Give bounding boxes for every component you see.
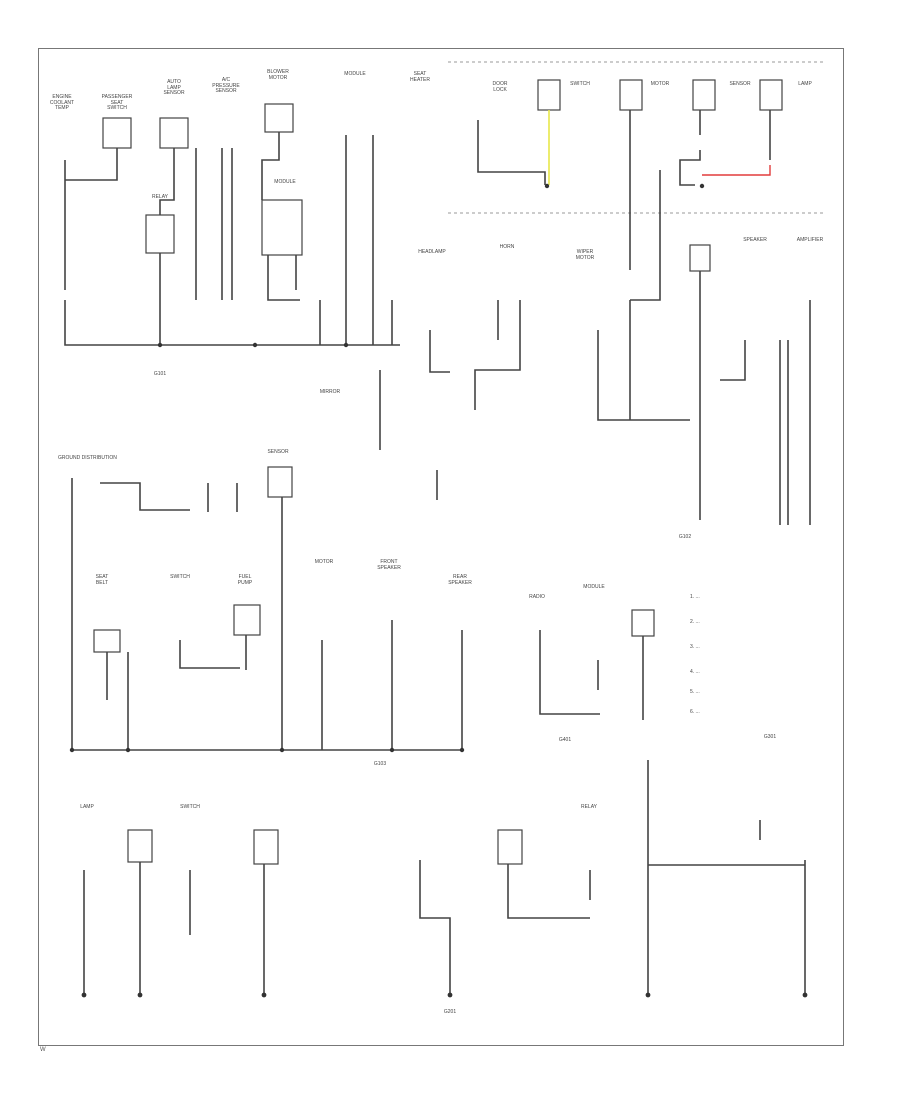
component-label: A/C PRESSURE SENSOR xyxy=(212,77,240,95)
component-box xyxy=(759,79,783,111)
page-id: W xyxy=(40,1047,46,1053)
component-label: AUTO LAMP SENSOR xyxy=(163,79,185,97)
component-label: RELAY xyxy=(151,194,169,200)
wire xyxy=(630,170,661,301)
wire xyxy=(379,370,438,500)
component-box xyxy=(159,117,189,149)
component-label: SWITCH xyxy=(180,804,200,810)
wire xyxy=(71,478,462,751)
component-box xyxy=(692,79,716,111)
component-label: DOOR LOCK xyxy=(492,81,508,93)
component-label: SENSOR xyxy=(267,449,289,455)
component-label: MIRROR xyxy=(319,389,341,395)
component-label: FRONT SPEAKER xyxy=(377,559,401,571)
component-label: PASSENGER SEAT SWITCH xyxy=(101,94,133,112)
note: 6. ... xyxy=(690,709,700,715)
component-box xyxy=(497,829,523,865)
note: 5. ... xyxy=(690,689,700,695)
wire xyxy=(597,271,701,520)
component-label: RADIO xyxy=(529,594,545,600)
wire xyxy=(207,483,238,512)
component-label: ENGINE COOLANT TEMP xyxy=(49,94,75,112)
component-box xyxy=(93,629,121,653)
component-box xyxy=(253,829,279,865)
component-label: MODULE xyxy=(583,584,605,590)
component-label: MOTOR xyxy=(650,81,670,87)
wire xyxy=(477,120,546,185)
component-label: MOTOR xyxy=(314,559,334,565)
ground-label: G101 xyxy=(153,371,167,377)
component-label: SPEAKER xyxy=(743,237,767,243)
wire xyxy=(319,300,393,345)
wire xyxy=(100,482,190,511)
note: 1. ... xyxy=(690,594,700,600)
component-box xyxy=(537,79,561,111)
diagram-frame xyxy=(38,48,844,1046)
component-label: LAMP xyxy=(798,81,812,87)
component-label: AMPLIFIER xyxy=(796,237,824,243)
component-label: MODULE xyxy=(344,71,366,77)
ground-label: G103 xyxy=(373,761,387,767)
wire xyxy=(106,652,129,750)
wire xyxy=(64,160,400,346)
component-label: SENSOR xyxy=(729,81,751,87)
component-label: SWITCH xyxy=(170,574,190,580)
wire xyxy=(419,860,451,995)
component-label: LAMP xyxy=(80,804,94,810)
wire xyxy=(179,635,247,670)
ground-label: G401 xyxy=(558,737,572,743)
component-box xyxy=(233,604,261,636)
wire xyxy=(647,760,806,995)
note: 3. ... xyxy=(690,644,700,650)
component-label: MODULE xyxy=(274,179,296,185)
component-box xyxy=(261,199,303,256)
wire xyxy=(507,864,591,919)
ground-label: G102 xyxy=(678,534,692,540)
component-box xyxy=(267,466,293,498)
wire xyxy=(429,330,450,373)
wire xyxy=(345,135,374,345)
wire xyxy=(159,148,175,215)
wire xyxy=(539,630,600,715)
component-label: SEAT BELT xyxy=(95,574,109,586)
wire xyxy=(321,620,463,750)
component-box xyxy=(631,609,655,637)
component-label: HORN xyxy=(499,244,515,250)
ground-label: G301 xyxy=(763,734,777,740)
component-label: SEAT HEATER xyxy=(410,71,430,83)
wire-red xyxy=(702,165,771,176)
component-box xyxy=(689,244,711,272)
wire xyxy=(65,148,118,181)
wire xyxy=(629,110,701,270)
component-box xyxy=(102,117,132,149)
ground-label: G201 xyxy=(443,1009,457,1015)
wire xyxy=(779,300,811,525)
component-label: SWITCH xyxy=(570,81,590,87)
component-label: REAR SPEAKER xyxy=(448,574,472,586)
component-label: FUEL PUMP xyxy=(237,574,253,586)
note: 2. ... xyxy=(690,619,700,625)
component-label: HEADLAMP xyxy=(418,249,446,255)
section-label: GROUND DISTRIBUTION xyxy=(58,455,117,461)
component-box xyxy=(619,79,643,111)
wire xyxy=(474,300,521,410)
wire xyxy=(267,255,300,301)
wire xyxy=(261,132,280,200)
note: 4. ... xyxy=(690,669,700,675)
wire xyxy=(83,862,265,995)
component-box xyxy=(264,103,294,133)
wire xyxy=(221,148,233,300)
component-label: RELAY xyxy=(580,804,598,810)
component-label: BLOWER MOTOR xyxy=(267,69,289,81)
component-label: WIPER MOTOR xyxy=(575,249,595,261)
component-box xyxy=(127,829,153,863)
wire xyxy=(720,340,746,381)
component-box xyxy=(145,214,175,254)
